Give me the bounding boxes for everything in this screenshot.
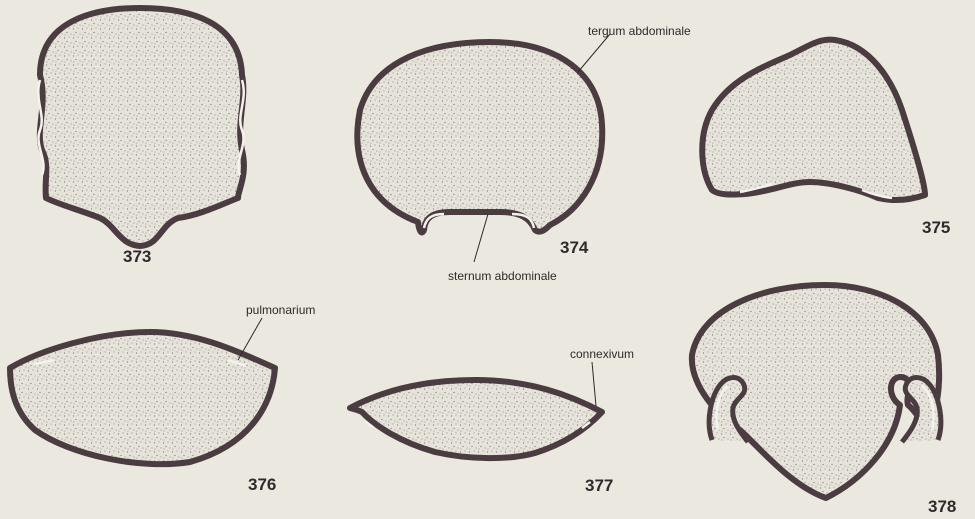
cross-section-374 bbox=[357, 42, 602, 232]
leader-sternum bbox=[474, 214, 488, 262]
label-connexivum: connexivum bbox=[570, 347, 634, 361]
figure-number-375: 375 bbox=[922, 218, 950, 237]
label-sternum-abdominale: sternum abdominale bbox=[448, 269, 557, 283]
figure-378: 378 bbox=[692, 285, 957, 516]
leader-connexivum bbox=[592, 362, 596, 406]
figure-377: connexivum 377 bbox=[350, 347, 634, 495]
figure-373: 373 bbox=[38, 8, 244, 266]
figure-376: pulmonarium 376 bbox=[10, 303, 315, 494]
cross-section-377 bbox=[350, 380, 602, 458]
cross-section-373 bbox=[40, 8, 244, 246]
figure-374: tergum abdominale sternum abdominale 374 bbox=[357, 24, 691, 283]
leader-pulmonarium bbox=[238, 318, 262, 360]
label-tergum-abdominale: tergum abdominale bbox=[588, 24, 691, 38]
figure-number-377: 377 bbox=[585, 476, 613, 495]
figure-number-374: 374 bbox=[560, 238, 589, 257]
figure-number-376: 376 bbox=[248, 475, 276, 494]
leader-tergum bbox=[578, 34, 610, 72]
figure-375: 375 bbox=[702, 40, 950, 237]
cross-section-376 bbox=[10, 332, 275, 464]
cross-section-375 bbox=[702, 40, 925, 200]
label-pulmonarium: pulmonarium bbox=[246, 303, 315, 317]
figure-number-378: 378 bbox=[928, 497, 956, 516]
figure-number-373: 373 bbox=[123, 247, 151, 266]
